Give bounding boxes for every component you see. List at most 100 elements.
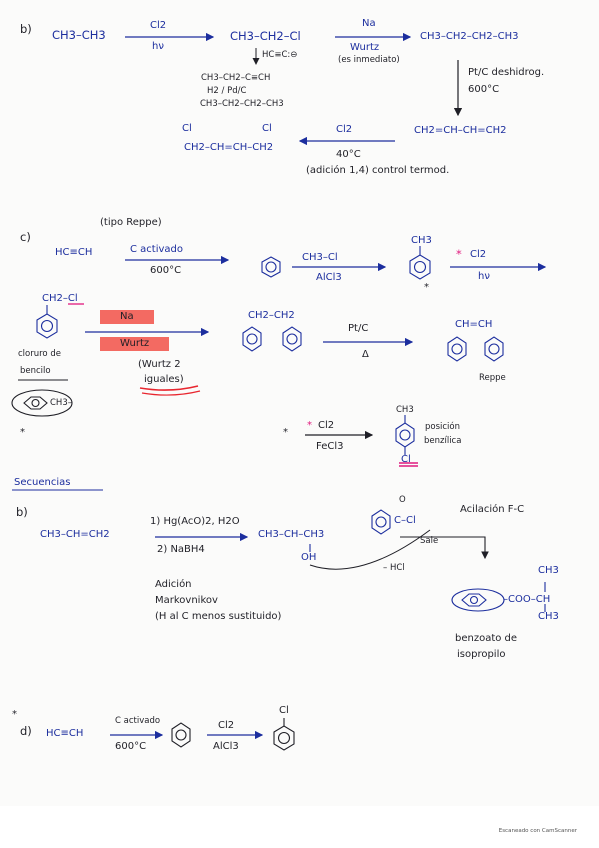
b-step4-temp: 40°C — [336, 149, 361, 160]
c-pt-reagent: Pt/C — [348, 323, 369, 334]
aromatic-circle — [265, 261, 277, 273]
underline-iguales-2 — [141, 390, 201, 396]
d-step2-catalyst: AlCl3 — [213, 741, 239, 752]
c-step1-temp: 600°C — [150, 265, 182, 276]
b-note: (adición 1,4) control termod. — [306, 165, 450, 176]
c-step2-reagent: CH3–Cl — [302, 252, 338, 263]
c-benzyl-sub: CH2–Cl — [42, 293, 78, 304]
b-step1-reagent: Cl2 — [150, 20, 167, 31]
part-b-label: b) — [20, 22, 32, 36]
b-step4-reagent: Cl2 — [336, 124, 353, 135]
d-step1-temp: 600°C — [115, 741, 147, 752]
seq-acyl-o: O — [399, 495, 406, 505]
aromatic-circle — [31, 398, 40, 408]
d-step1-reagent: C activado — [115, 716, 161, 726]
aromatic-circle — [375, 516, 387, 528]
secuencias-heading: Secuencias — [14, 477, 71, 488]
b-aside-reagent: HC≡C:⊖ — [262, 50, 298, 60]
ester-ring — [461, 593, 487, 607]
seq-reactant: CH3–CH=CH2 — [40, 529, 110, 540]
b-aside-product1: CH3–CH2–C≡CH — [201, 73, 271, 83]
c-para-note-1: posición — [425, 422, 461, 432]
aromatic-circle — [399, 429, 411, 441]
c-tolyl-sub: CH3– — [50, 398, 72, 408]
chlorotoluene-ring — [395, 422, 415, 448]
b-step2-reagent: Na — [362, 18, 376, 29]
tolyl-sketch-outline — [11, 389, 73, 417]
seq-markov-1: Adición — [155, 579, 192, 590]
b-subst-cl2: Cl — [262, 123, 272, 134]
tolyl-ring — [23, 396, 48, 410]
notebook-page — [0, 0, 599, 806]
b-product4: CH2–CH=CH–CH2 — [184, 142, 274, 153]
c-bibenzyl-sub: CH2–CH2 — [248, 310, 295, 321]
c-benzyl-name-1: cloruro de — [18, 349, 61, 359]
seq-step2: 2) NaBH4 — [157, 544, 205, 555]
seq-hcl-note: – HCl — [383, 563, 405, 573]
c-pt-heat: Δ — [362, 349, 369, 360]
part-c-label: c) — [20, 230, 31, 244]
c-type-note: (tipo Reppe) — [100, 217, 162, 228]
ester-ring-outline — [451, 588, 505, 612]
c-stilbene-sub: CH=CH — [455, 319, 493, 330]
toluene-ring — [409, 254, 431, 280]
arrow-seq-curve — [309, 529, 431, 570]
b-subst-cl1: Cl — [182, 123, 192, 134]
b-step2-label: Wurtz — [350, 42, 380, 53]
stilbene-ring-right — [484, 336, 504, 362]
aromatic-circle — [413, 260, 427, 274]
seq-ester-name-2: isopropilo — [457, 649, 506, 660]
seq-sale-note: Sale — [420, 536, 439, 546]
c-wurtz-reagent: Na — [100, 310, 154, 324]
c-step4-catalyst: FeCl3 — [316, 441, 344, 452]
b-step1-condition: hν — [152, 41, 164, 52]
c-reactant: HC≡CH — [55, 247, 93, 258]
c-product-top-sub: CH3 — [396, 405, 414, 415]
chlorobenzene-ring — [273, 725, 295, 751]
aromatic-circle — [488, 343, 500, 355]
d-star: * — [12, 709, 17, 720]
c-star2-left: * — [20, 427, 25, 438]
seq-step1: 1) Hg(AcO)2, H2O — [150, 516, 240, 527]
part-d-label: d) — [20, 724, 32, 738]
c-wurtz-note-1: (Wurtz 2 — [138, 359, 181, 370]
c-star2: * — [283, 427, 288, 438]
seq-product1: CH3–CH–CH3 — [258, 529, 325, 540]
seq-acyl-note: Acilación F-C — [460, 504, 525, 515]
seq-label: b) — [16, 505, 28, 519]
aromatic-circle — [277, 731, 291, 745]
c-step2-catalyst: AlCl3 — [316, 272, 342, 283]
b-step3-temp: 600°C — [468, 84, 500, 95]
scanner-credit: Escaneado con CamScanner — [498, 828, 577, 834]
c-product-bottom-sub: Cl — [401, 454, 411, 465]
aromatic-circle — [469, 595, 479, 605]
drawing-layer — [11, 32, 547, 751]
c-wurtz-label: Wurtz — [100, 337, 170, 351]
b-aside-reagent2: H2 / Pd/C — [207, 86, 247, 96]
underline-iguales — [139, 385, 199, 391]
arrow-seq-acyl — [400, 536, 489, 560]
c-step3-condition: hν — [478, 271, 490, 282]
seq-ester-name-1: benzoato de — [455, 633, 518, 644]
c-step4-reagent: Cl2 — [318, 420, 335, 431]
c-para-note-2: benzílica — [424, 436, 462, 446]
seq-oh: OH — [301, 552, 317, 563]
aromatic-circle — [451, 343, 463, 355]
seq-markov-2: Markovnikov — [155, 595, 218, 606]
d-step2-reagent: Cl2 — [218, 720, 235, 731]
aromatic-circle — [175, 729, 187, 741]
c-benzyl-name-2: bencilo — [20, 366, 51, 376]
seq-markov-3: (H al C menos sustituido) — [155, 611, 282, 622]
c-step1-reagent: C activado — [130, 244, 183, 255]
seq-ester-group: –COO–CH — [503, 594, 551, 605]
bibenzyl-ring-left — [242, 326, 262, 352]
benzene-ring-d — [171, 722, 191, 748]
c-wurtz-note-2: iguales) — [144, 374, 184, 385]
c-star-pink: * — [456, 247, 462, 261]
d-reactant: HC≡CH — [46, 728, 84, 739]
bibenzyl-ring-right — [282, 326, 302, 352]
c-step3-reagent: Cl2 — [470, 249, 487, 260]
aromatic-circle — [40, 319, 54, 333]
seq-acyl-group: C–Cl — [394, 515, 416, 526]
c-reppe-label: Reppe — [479, 373, 506, 383]
